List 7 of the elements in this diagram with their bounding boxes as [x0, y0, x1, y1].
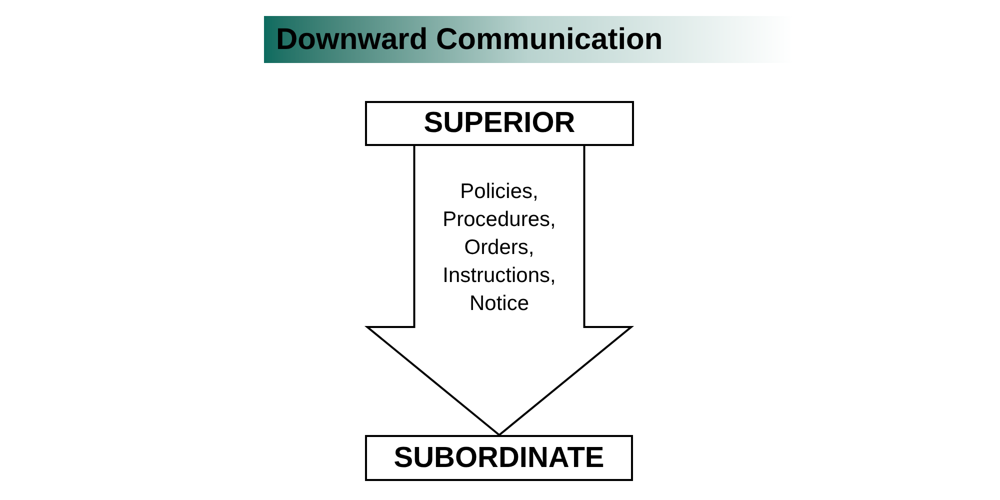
node-label: SUBORDINATE: [394, 444, 604, 472]
block-arrow: [364, 145, 634, 436]
label-box: [365, 101, 634, 146]
edge-label: Policies, Procedures, Orders, Instructions, Notice: [442, 179, 557, 317]
label-box: [365, 435, 633, 481]
node-label: SUPERIOR: [424, 109, 576, 138]
title: Downward Communication: [276, 24, 663, 54]
